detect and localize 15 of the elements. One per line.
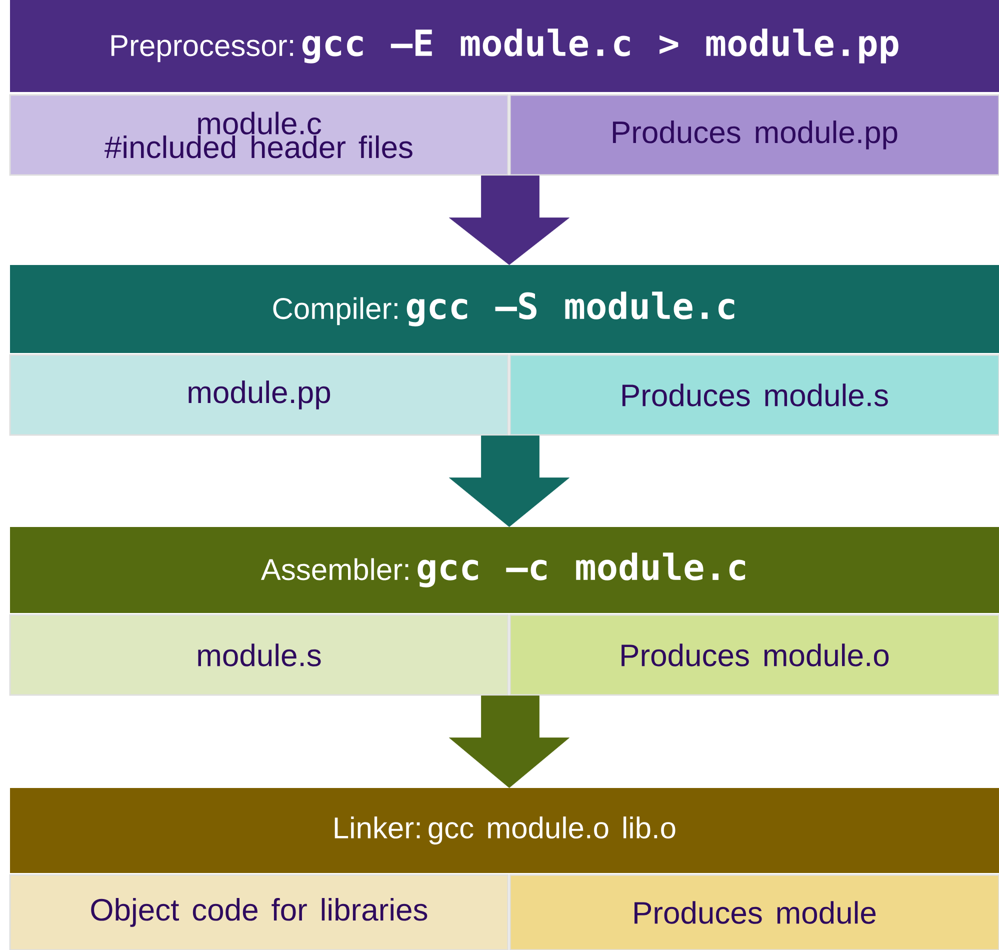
block-arrow <box>449 176 570 265</box>
output-box: Produces module.pp <box>509 94 999 176</box>
stage-header-bar: Preprocessor: gcc –E module.c > module.pp <box>10 0 999 92</box>
block-arrow <box>449 696 570 788</box>
stage-header-bar: Assembler: gcc –c module.c <box>10 526 999 613</box>
input-box: module.pp <box>9 354 509 436</box>
output-box: Produces module.s <box>509 354 999 436</box>
input-box: module.s <box>9 614 509 696</box>
stage-header-bar: Linker: gcc module.o lib.o <box>10 788 999 873</box>
stage-header-bar: Compiler: gcc –S module.c <box>10 264 999 353</box>
input-box: module.c #included header files <box>9 94 509 176</box>
output-box: Produces module <box>509 874 999 950</box>
output-box: Produces module.o <box>509 614 999 696</box>
block-arrow <box>449 436 570 527</box>
input-box: Object code for libraries <box>9 874 509 950</box>
